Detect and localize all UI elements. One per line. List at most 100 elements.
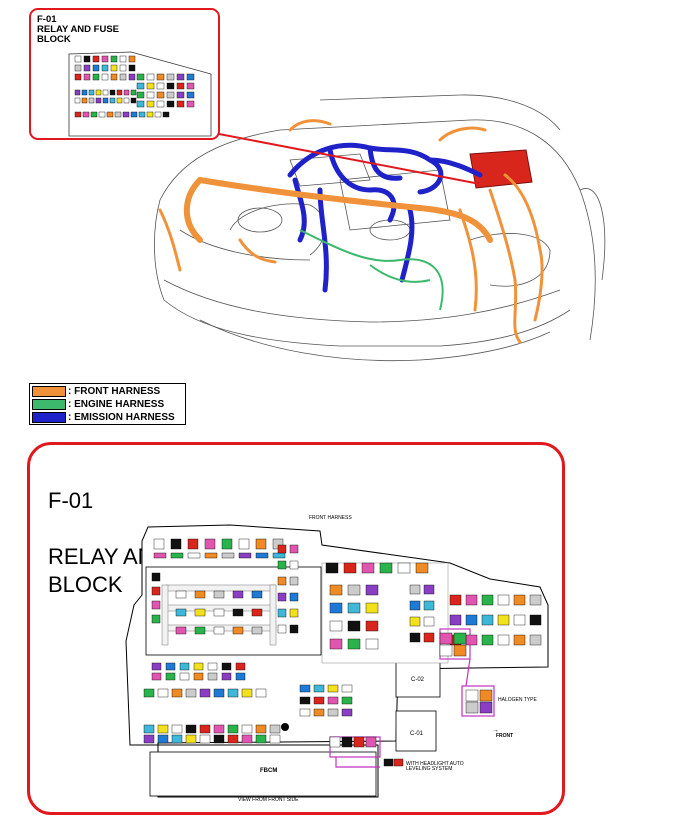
fuse-cell [235, 662, 246, 671]
inset-cell [109, 89, 116, 96]
fuse-cell [255, 688, 267, 698]
relay-pin-row [187, 552, 201, 559]
fuse-cell [232, 590, 244, 599]
inset-cell [114, 111, 122, 118]
inset-cell [92, 64, 100, 72]
relay-cell [439, 644, 453, 657]
inset-cell [88, 89, 95, 96]
inset-cell [90, 111, 98, 118]
inset-cell [123, 97, 130, 104]
relay-cell [221, 538, 233, 550]
relay-cell [325, 562, 339, 574]
fuse-cell [193, 662, 204, 671]
inset-cell [110, 64, 118, 72]
inset-cell [146, 91, 155, 99]
fuse-cell [327, 684, 339, 693]
relay-cell [481, 594, 494, 606]
fuse-cell [251, 590, 263, 599]
inset-cell [136, 91, 145, 99]
relay-cell [347, 638, 361, 650]
fuse-cell [299, 708, 311, 717]
inset-cell [166, 73, 175, 81]
fuse-cell [175, 590, 187, 599]
fuse-cell [255, 724, 267, 734]
fuse-cell [213, 688, 225, 698]
fuse-cell [299, 684, 311, 693]
fuse-cell [179, 672, 190, 681]
inset-cell [128, 55, 136, 63]
legend-item-engine: : ENGINE HARNESS [32, 398, 164, 410]
relay-cell [153, 538, 165, 550]
fuse-cell [151, 586, 161, 596]
inset-cell [122, 111, 130, 118]
fuse-cell [185, 688, 197, 698]
inset-fuse-diagram [68, 51, 212, 137]
relay-cell [529, 614, 542, 626]
fuse-cell [143, 724, 155, 734]
inset-cell [74, 89, 81, 96]
inset-cell [81, 89, 88, 96]
inset-cell [110, 55, 118, 63]
fuse-cell [207, 662, 218, 671]
fuse-cell [289, 576, 299, 586]
inset-cell [92, 55, 100, 63]
relay-pin-row [255, 552, 269, 559]
fuse-cell [151, 600, 161, 610]
c01-label: C-01 [410, 731, 424, 737]
relay-cell [481, 614, 494, 626]
relay-pin-row [221, 552, 235, 559]
inset-cell [136, 73, 145, 81]
relay-cell [529, 634, 542, 646]
inset-cell [146, 82, 155, 90]
headlight-note: WITH HEADLIGHT AUTO LEVELING SYSTEM [406, 761, 464, 772]
front-harness-label: FRONT HARNESS [309, 515, 352, 521]
relay-cell [347, 602, 361, 614]
fuse-cell [227, 688, 239, 698]
relay-cell [365, 620, 379, 632]
relay-cell [449, 594, 462, 606]
inset-cell [74, 111, 82, 118]
fuse-cell [207, 672, 218, 681]
relay-cell [497, 594, 510, 606]
relay-cell [423, 584, 435, 595]
inset-cell [83, 64, 91, 72]
inset-cell [156, 91, 165, 99]
inset-cell [106, 111, 114, 118]
relay-cell [343, 562, 357, 574]
relay-cell [465, 614, 478, 626]
fuse-cell [289, 592, 299, 602]
fuse-cell [179, 662, 190, 671]
fbcm-label: FBCM [260, 768, 278, 774]
relay-cell [465, 594, 478, 606]
inset-cell [83, 55, 91, 63]
relay-pin-row [170, 552, 184, 559]
relay-cell [415, 562, 429, 574]
relay-fuse-panel: F-01 RELAY AND FUSE BLOCK FRONT HARNES [27, 442, 565, 815]
fuse-cell [221, 662, 232, 671]
inset-cell [123, 89, 130, 96]
inset-title-line2: BLOCK [37, 34, 71, 45]
legend-label-engine: : ENGINE HARNESS [68, 398, 165, 410]
harness-legend: : FRONT HARNESS : ENGINE HARNESS : EMISS… [29, 383, 186, 425]
fuse-cell [143, 734, 155, 744]
fuse-cell [289, 624, 299, 634]
inset-title-line1: RELAY AND FUSE [37, 24, 119, 35]
inset-cell [119, 55, 127, 63]
inset-cell [162, 111, 170, 118]
relay-cell [423, 600, 435, 611]
relay-cell [439, 632, 453, 645]
fuse-cell [241, 724, 253, 734]
fuse-cell [157, 724, 169, 734]
fuse-cell [227, 724, 239, 734]
fuse-cell [171, 734, 183, 744]
inset-cell [119, 64, 127, 72]
fuse-cell [194, 608, 206, 617]
relay-cell [365, 584, 379, 596]
inset-code: F-01 [37, 14, 57, 25]
legend-item-front: : FRONT HARNESS [32, 385, 160, 397]
fuse-cell [194, 626, 206, 635]
fuse-cell [327, 696, 339, 705]
inset-cell [109, 97, 116, 104]
relay-cell [379, 562, 393, 574]
legend-label-emission: : EMISSION HARNESS [68, 411, 175, 423]
